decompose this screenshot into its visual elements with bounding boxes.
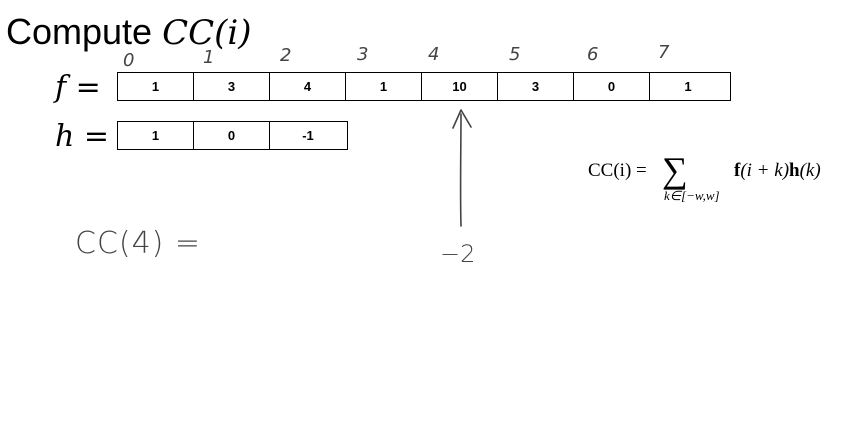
f-cell: 3	[194, 73, 270, 100]
index-label: 0	[123, 50, 135, 71]
index-label: 3	[357, 44, 369, 65]
title-math: CC(i)	[162, 13, 252, 53]
sigma-symbol: ∑	[662, 150, 688, 190]
arrow-head	[452, 109, 472, 129]
formula-f: f	[734, 160, 741, 181]
f-cell: 3	[498, 73, 574, 100]
handwritten-question: CC(4) =	[75, 226, 202, 261]
f-cell: 1	[118, 73, 194, 100]
index-label: 1	[203, 47, 215, 68]
cross-correlation-formula: CC(i) = ∑ k∈[−w,w] f(i + k)h(k)	[588, 150, 850, 210]
index-label: 7	[658, 42, 670, 63]
formula-end: (k)	[799, 160, 821, 181]
index-label: 6	[587, 44, 599, 65]
title-text: Compute	[6, 11, 163, 52]
formula-rhs: f(i + k)h(k)	[734, 160, 821, 182]
page-title: Compute CC(i)	[6, 10, 252, 55]
formula-subscript: k∈[−w,w]	[664, 188, 720, 203]
handwritten-arrow-value: −2	[440, 240, 476, 268]
index-label: 2	[280, 45, 292, 66]
h-eq: =	[83, 119, 110, 154]
h-array: 1 0 -1	[117, 121, 348, 150]
h-label: h =	[55, 120, 109, 154]
h-cell: 1	[118, 122, 194, 149]
f-cell: 1	[346, 73, 422, 100]
f-array: 1 3 4 1 10 3 0 1	[117, 72, 731, 101]
f-cell: 1	[684, 79, 692, 94]
h-var: h	[55, 119, 75, 154]
f-var: f	[55, 70, 67, 105]
f-cell: 4	[270, 73, 346, 100]
index-label: 4	[428, 44, 440, 65]
formula-lhs: CC(i) =	[588, 160, 647, 181]
h-cell: -1	[302, 128, 314, 143]
f-cell: 0	[574, 73, 650, 100]
f-eq: =	[75, 70, 101, 105]
formula-mid: (i + k)	[740, 160, 790, 181]
index-label: 5	[509, 44, 521, 65]
formula-h: h	[789, 160, 800, 181]
f-label: f =	[55, 71, 101, 105]
h-cell: 0	[194, 122, 270, 149]
f-cell: 10	[422, 73, 498, 100]
